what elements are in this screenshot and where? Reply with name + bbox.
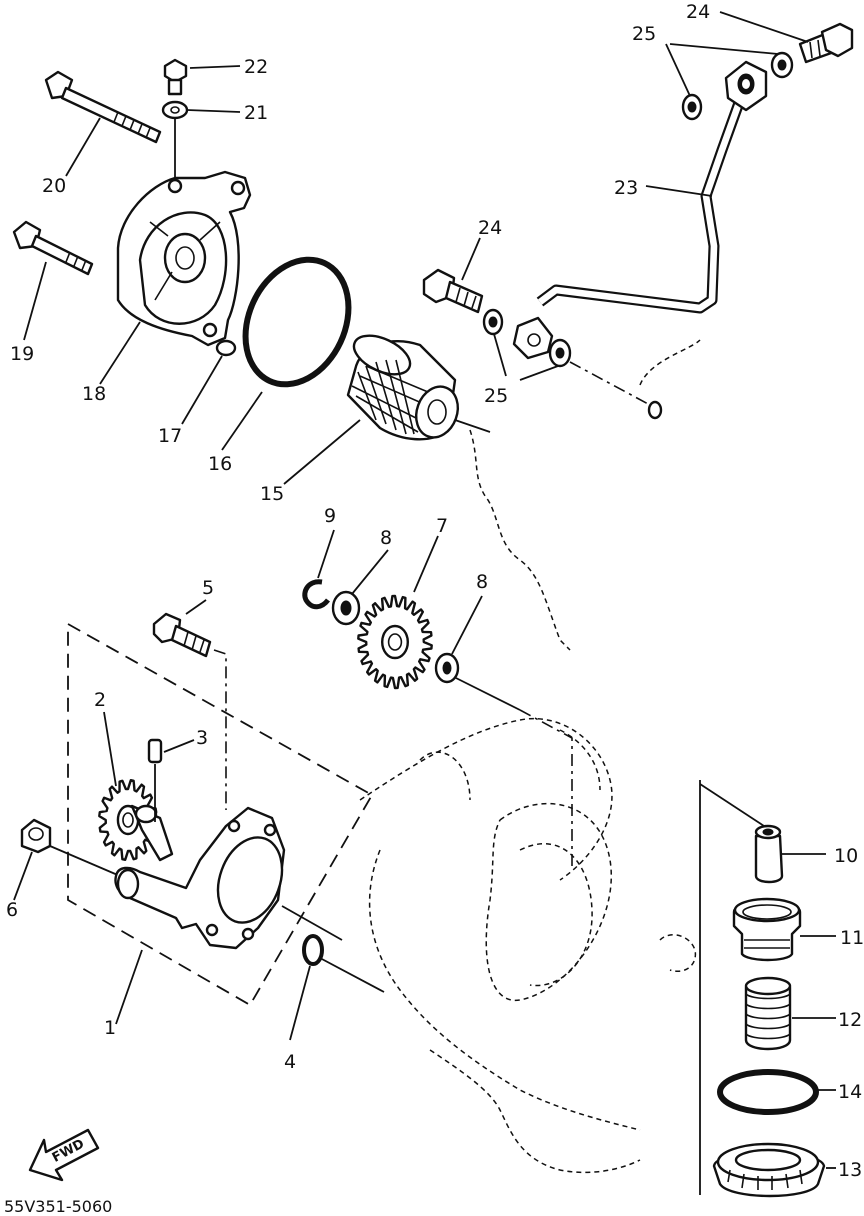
- part-9-circlip: [302, 579, 330, 610]
- callout-21: 21: [244, 102, 268, 124]
- part-8-washer: [434, 652, 460, 684]
- callout-3: 3: [196, 727, 208, 749]
- assembly-line: [319, 957, 385, 993]
- callout-25-top: 25: [632, 23, 656, 45]
- assembly-line: [519, 709, 573, 870]
- callout-numbers: 22 21 20 19 18 17 16 15 24 25 23 25 24 9…: [4, 1, 864, 1216]
- part-18-filter-cover: [116, 170, 252, 347]
- part-1-oil-pump-group-outline: [67, 622, 374, 1007]
- callout-10: 10: [834, 845, 858, 867]
- part-17-o-ring: [215, 339, 237, 357]
- callout-19: 19: [10, 343, 34, 365]
- callout-18: 18: [82, 383, 106, 405]
- callout-5: 5: [202, 577, 214, 599]
- callout-13: 13: [838, 1159, 862, 1181]
- assembly-line: [213, 649, 227, 810]
- part-3-pin: [147, 738, 163, 764]
- part-13-plug: [712, 1142, 826, 1198]
- assembly-line: [699, 783, 765, 827]
- callout-25-middle: 25: [484, 385, 508, 407]
- part-14-o-ring: [717, 1069, 819, 1115]
- part-25-washer: [681, 93, 703, 121]
- callout-24-middle: 24: [478, 217, 502, 239]
- banjo-port: [647, 400, 663, 420]
- part-5-bolt: [152, 612, 212, 658]
- callout-2: 2: [94, 689, 106, 711]
- callout-6: 6: [6, 899, 18, 921]
- assembly-line: [281, 905, 343, 941]
- part-22-bolt: [163, 58, 188, 96]
- callout-14: 14: [838, 1081, 862, 1103]
- part-4-o-ring: [302, 934, 324, 966]
- callout-8-left: 8: [380, 527, 392, 549]
- part-19-bolt: [12, 220, 94, 276]
- forward-arrow-icon: FWD: [28, 1128, 100, 1182]
- callout-23: 23: [614, 177, 638, 199]
- part-25-washer: [770, 51, 794, 79]
- part-15-oil-filter: [346, 334, 459, 441]
- part-20-long-bolt: [44, 70, 162, 144]
- callout-15: 15: [260, 483, 284, 505]
- part-21-washer: [161, 100, 189, 120]
- callout-24-top: 24: [686, 1, 710, 23]
- assembly-line: [455, 677, 521, 711]
- part-24-union-bolt: [798, 22, 854, 64]
- callout-8-right: 8: [476, 571, 488, 593]
- drawing-code: 55V351-5060: [4, 1197, 112, 1216]
- assembly-line: [49, 845, 121, 877]
- leader-lines: [13, 11, 836, 1169]
- callout-1: 1: [104, 1017, 116, 1039]
- part-23-oil-pipe: [512, 60, 768, 360]
- part-6-dowel: [20, 818, 52, 854]
- part-11-guide: [732, 897, 802, 962]
- callout-17: 17: [158, 425, 182, 447]
- part-10-plunger: [754, 824, 784, 884]
- part-2-pump-gear: [98, 779, 158, 861]
- part-8-washer: [331, 590, 361, 626]
- callout-16: 16: [208, 453, 232, 475]
- part-1-oil-pump-body: [114, 806, 286, 950]
- assembly-line: [569, 361, 651, 406]
- assembly-line: [454, 419, 491, 433]
- part-16-o-ring: [242, 256, 352, 388]
- crankcase-outline: [359, 339, 701, 1174]
- callout-11: 11: [840, 927, 864, 949]
- callout-7: 7: [436, 515, 448, 537]
- part-24-union-bolt: [422, 268, 484, 314]
- callout-20: 20: [42, 175, 66, 197]
- part-25-washer: [482, 308, 504, 336]
- part-12-spring: [744, 976, 792, 1051]
- callout-12: 12: [838, 1009, 862, 1031]
- callout-22: 22: [244, 56, 268, 78]
- part-7-gear: [357, 594, 433, 690]
- callout-4: 4: [284, 1051, 296, 1073]
- part-25-washer: [548, 338, 572, 368]
- callout-9: 9: [324, 505, 336, 527]
